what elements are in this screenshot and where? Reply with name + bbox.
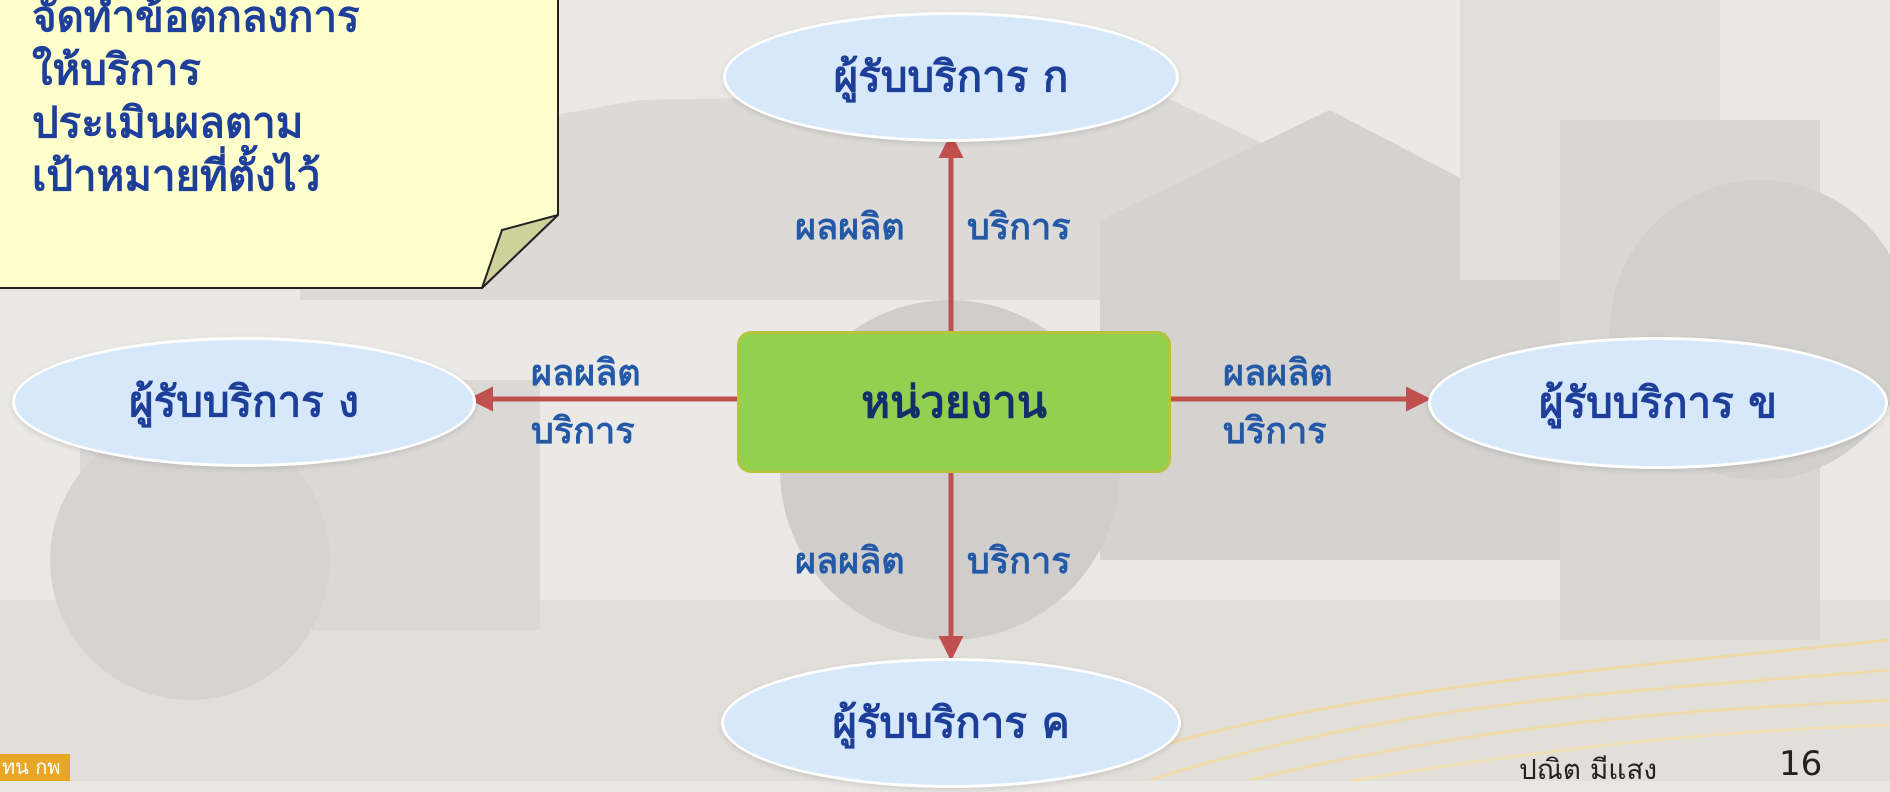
flow-right-product-label: ผลผลิต xyxy=(1223,353,1333,394)
recipient-b: ผู้รับบริการ ข xyxy=(1428,337,1888,469)
flow-left-service-label: บริการ xyxy=(531,411,635,452)
recipient-d: ผู้รับบริการ ง xyxy=(12,337,476,467)
note-line: ประเมินผลตาม xyxy=(32,98,304,147)
footer-author: ปณิต มีแสง xyxy=(1519,753,1658,786)
flow-bottom-service-label: บริการ xyxy=(967,541,1071,582)
note-shape xyxy=(0,0,559,289)
note-text: จัดทำข้อตกลงการ ให้บริการ ประเมินผลตาม เ… xyxy=(32,0,360,202)
flow-top-product-label: ผลผลิต xyxy=(795,207,905,248)
page-number: 16 xyxy=(1779,744,1823,784)
flow-bottom-product-label: ผลผลิต xyxy=(795,541,905,582)
recipient-c: ผู้รับบริการ ค xyxy=(721,658,1181,788)
flow-left-product-label: ผลผลิต xyxy=(531,353,641,394)
note-line: จัดทำข้อตกลงการ xyxy=(32,0,360,41)
footer-logo: ทน กพ xyxy=(0,754,70,781)
note-line: ให้บริการ xyxy=(32,45,201,94)
note-line: เป้าหมายที่ตั้งไว้ xyxy=(32,151,321,200)
flow-top-service-label: บริการ xyxy=(967,207,1071,248)
recipient-a: ผู้รับบริการ ก xyxy=(723,12,1179,142)
agreement-note: จัดทำข้อตกลงการ ให้บริการ ประเมินผลตาม เ… xyxy=(0,0,560,290)
flow-right-service-label: บริการ xyxy=(1223,411,1327,452)
center-agency-box: หน่วยงาน xyxy=(737,331,1171,473)
